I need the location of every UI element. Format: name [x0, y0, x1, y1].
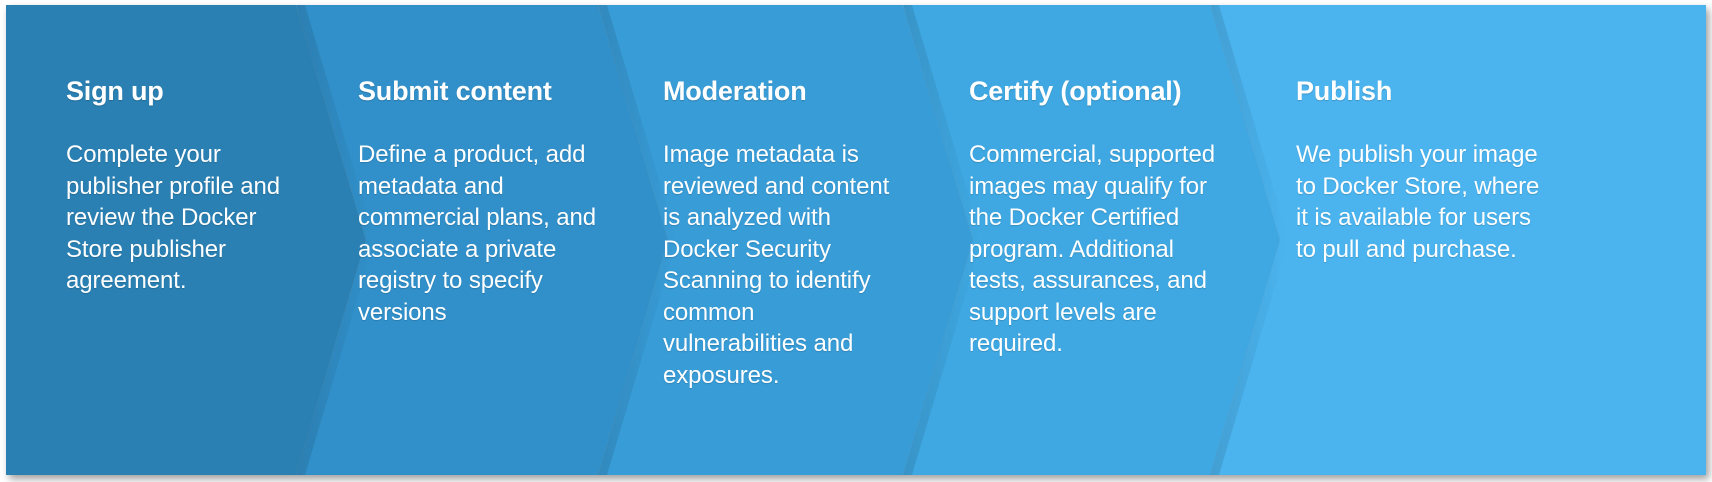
process-step-moderation[interactable]: Moderation Image metadata is reviewed an… — [663, 5, 901, 475]
chevron-shape-4[interactable] — [903, 5, 1280, 475]
chevron-shapes — [6, 5, 1706, 475]
process-step-sign-up[interactable]: Sign up Complete your publisher profile … — [66, 5, 302, 475]
step-body: Image metadata is reviewed and content i… — [663, 141, 890, 389]
step-title: Sign up — [66, 76, 164, 106]
chevron-process-diagram: Sign up Complete your publisher profile … — [6, 5, 1706, 475]
chevron-shape-1[interactable] — [6, 5, 366, 475]
step-body: Commercial, supported images may qualify… — [969, 141, 1215, 357]
step-body: Complete your publisher profile and revi… — [66, 141, 281, 294]
step-body: We publish your image to Docker Store, w… — [1296, 141, 1540, 263]
step-title: Certify (optional) — [969, 76, 1182, 106]
chevron-shape-5[interactable] — [1210, 5, 1706, 475]
step-title: Submit content — [358, 76, 552, 106]
chevron-shape-2[interactable] — [296, 5, 668, 475]
step-title: Moderation — [663, 76, 807, 106]
process-step-publish[interactable]: Publish We publish your image to Docker … — [1296, 5, 1554, 475]
step-body: Define a product, add metadata and comme… — [358, 141, 597, 326]
process-step-submit-content[interactable]: Submit content Define a product, add met… — [358, 5, 603, 475]
step-text-layer: Sign up Complete your publisher profile … — [6, 5, 1706, 475]
chevron-shape-3[interactable] — [598, 5, 973, 475]
step-title: Publish — [1296, 76, 1393, 106]
process-step-certify[interactable]: Certify (optional) Commercial, supported… — [969, 5, 1221, 475]
